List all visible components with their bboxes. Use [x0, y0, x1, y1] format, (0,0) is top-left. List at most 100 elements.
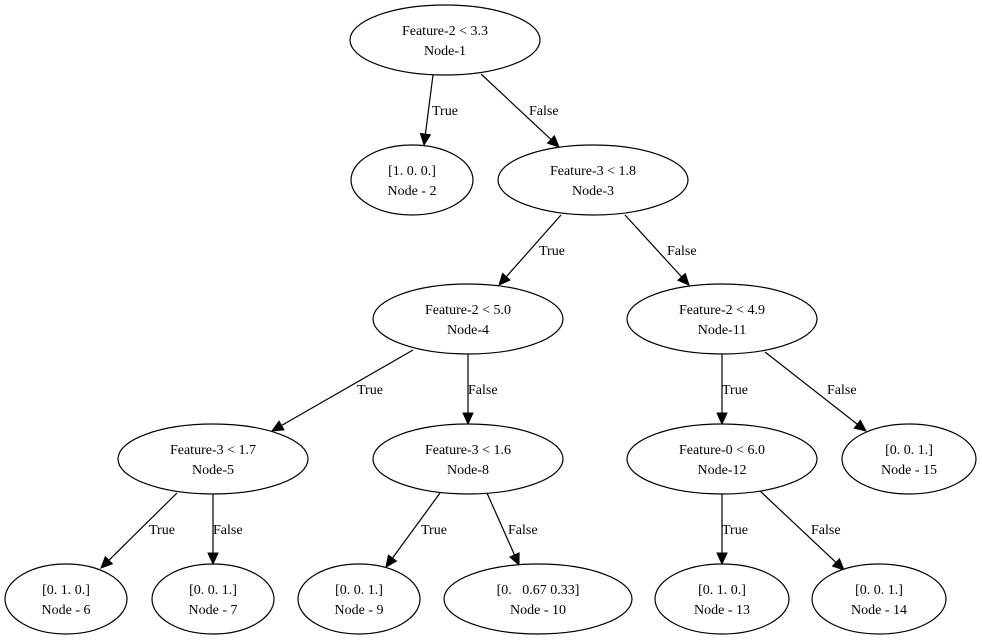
- edge-n12-n13: True: [716, 494, 748, 566]
- edge-n4-n5: True: [270, 349, 414, 432]
- edge-n8-n10: False: [486, 492, 538, 567]
- node-ellipse: [626, 283, 818, 355]
- edge-n3-n11: False: [624, 214, 697, 286]
- edge-line: [281, 349, 414, 427]
- node-condition: [1. 0. 0.]: [388, 164, 436, 179]
- edge-line: [480, 73, 552, 140]
- edge-n12-n14: False: [759, 490, 845, 571]
- arrowhead-icon: [100, 555, 114, 569]
- node-ellipse: [151, 563, 275, 635]
- arrowhead-icon: [385, 554, 398, 568]
- node-condition: [0. 0. 1.]: [189, 583, 237, 598]
- edge-n8-n9: True: [385, 492, 447, 568]
- edge-n4-n8: False: [462, 354, 498, 426]
- node-id: Node-3: [572, 184, 614, 199]
- edge-label: False: [667, 244, 697, 259]
- edge-label: True: [432, 104, 458, 119]
- edge-label: True: [722, 523, 748, 538]
- node-id: Node-1: [424, 44, 466, 59]
- node-id: Node-4: [447, 323, 489, 338]
- node-ellipse: [497, 144, 689, 216]
- edge-label: False: [213, 523, 243, 538]
- node-id: Node - 9: [335, 603, 384, 618]
- arrowhead-icon: [546, 134, 560, 148]
- node-ellipse: [626, 423, 818, 495]
- tree-node-n2: [1. 0. 0.] Node - 2: [350, 144, 474, 216]
- edge-label: True: [421, 523, 447, 538]
- node-ellipse: [654, 563, 790, 635]
- node-id: Node - 2: [388, 184, 437, 199]
- tree-node-n15: [0. 0. 1.] Node - 15: [841, 423, 977, 495]
- edge-label: False: [468, 383, 498, 398]
- node-id: Node - 6: [42, 603, 91, 618]
- edge-line: [486, 492, 516, 556]
- edge-line: [391, 492, 441, 559]
- arrowhead-icon: [498, 272, 511, 286]
- node-id: Node - 13: [694, 603, 750, 618]
- arrowhead-icon: [716, 412, 728, 426]
- edge-label: False: [529, 104, 559, 119]
- edge-line: [624, 214, 683, 278]
- node-ellipse: [372, 423, 564, 495]
- node-condition: [0. 0. 1.]: [885, 443, 933, 458]
- node-ellipse: [350, 144, 474, 216]
- node-condition: Feature-3 < 1.6: [425, 443, 511, 458]
- arrowhead-icon: [207, 552, 219, 566]
- tree-node-n7: [0. 0. 1.] Node - 7: [151, 563, 275, 635]
- node-ellipse: [811, 563, 947, 635]
- edge-label: False: [811, 523, 841, 538]
- edge-n11-n12: True: [716, 354, 748, 426]
- edge-label: True: [722, 383, 748, 398]
- node-condition: [0. 0.67 0.33]: [497, 583, 580, 598]
- node-condition: Feature-2 < 4.9: [679, 303, 765, 318]
- arrowhead-icon: [676, 272, 690, 286]
- edge-label: False: [827, 383, 857, 398]
- tree-node-n10: [0. 0.67 0.33] Node - 10: [443, 563, 633, 635]
- tree-node-n13: [0. 1. 0.] Node - 13: [654, 563, 790, 635]
- node-condition: [0. 0. 1.]: [335, 583, 383, 598]
- node-condition: Feature-3 < 1.8: [550, 164, 636, 179]
- arrowhead-icon: [831, 557, 845, 571]
- node-condition: [0. 1. 0.]: [42, 583, 90, 598]
- edge-line: [108, 492, 178, 561]
- node-ellipse: [4, 563, 128, 635]
- edge-n1-n2: True: [419, 74, 458, 147]
- node-condition: [0. 1. 0.]: [698, 583, 746, 598]
- node-id: Node - 7: [189, 603, 238, 618]
- edge-line: [424, 74, 434, 135]
- node-id: Node-11: [698, 323, 746, 338]
- arrowhead-icon: [853, 419, 867, 432]
- tree-node-n6: [0. 1. 0.] Node - 6: [4, 563, 128, 635]
- node-ellipse: [349, 4, 541, 76]
- arrowhead-icon: [270, 420, 285, 432]
- node-condition: Feature-2 < 3.3: [402, 24, 488, 39]
- edge-n1-n3: False: [480, 73, 560, 148]
- edge-line: [505, 214, 562, 278]
- node-id: Node - 14: [851, 603, 907, 618]
- arrowhead-icon: [462, 412, 474, 426]
- edge-n5-n7: False: [207, 494, 243, 566]
- tree-node-n9: [0. 0. 1.] Node - 9: [297, 563, 421, 635]
- edge-n11-n15: False: [764, 351, 867, 432]
- node-ellipse: [117, 423, 309, 495]
- node-id: Node - 15: [881, 463, 937, 478]
- node-id: Node-12: [698, 463, 747, 478]
- tree-node-n14: [0. 0. 1.]Node - 14: [811, 563, 947, 635]
- node-ellipse: [372, 283, 564, 355]
- node-id: Node - 10: [510, 603, 566, 618]
- edge-label: False: [508, 523, 538, 538]
- edge-label: True: [357, 383, 383, 398]
- edge-label: True: [539, 244, 565, 259]
- edge-label: True: [149, 523, 175, 538]
- node-condition: Feature-2 < 5.0: [425, 303, 511, 318]
- arrowhead-icon: [509, 552, 520, 567]
